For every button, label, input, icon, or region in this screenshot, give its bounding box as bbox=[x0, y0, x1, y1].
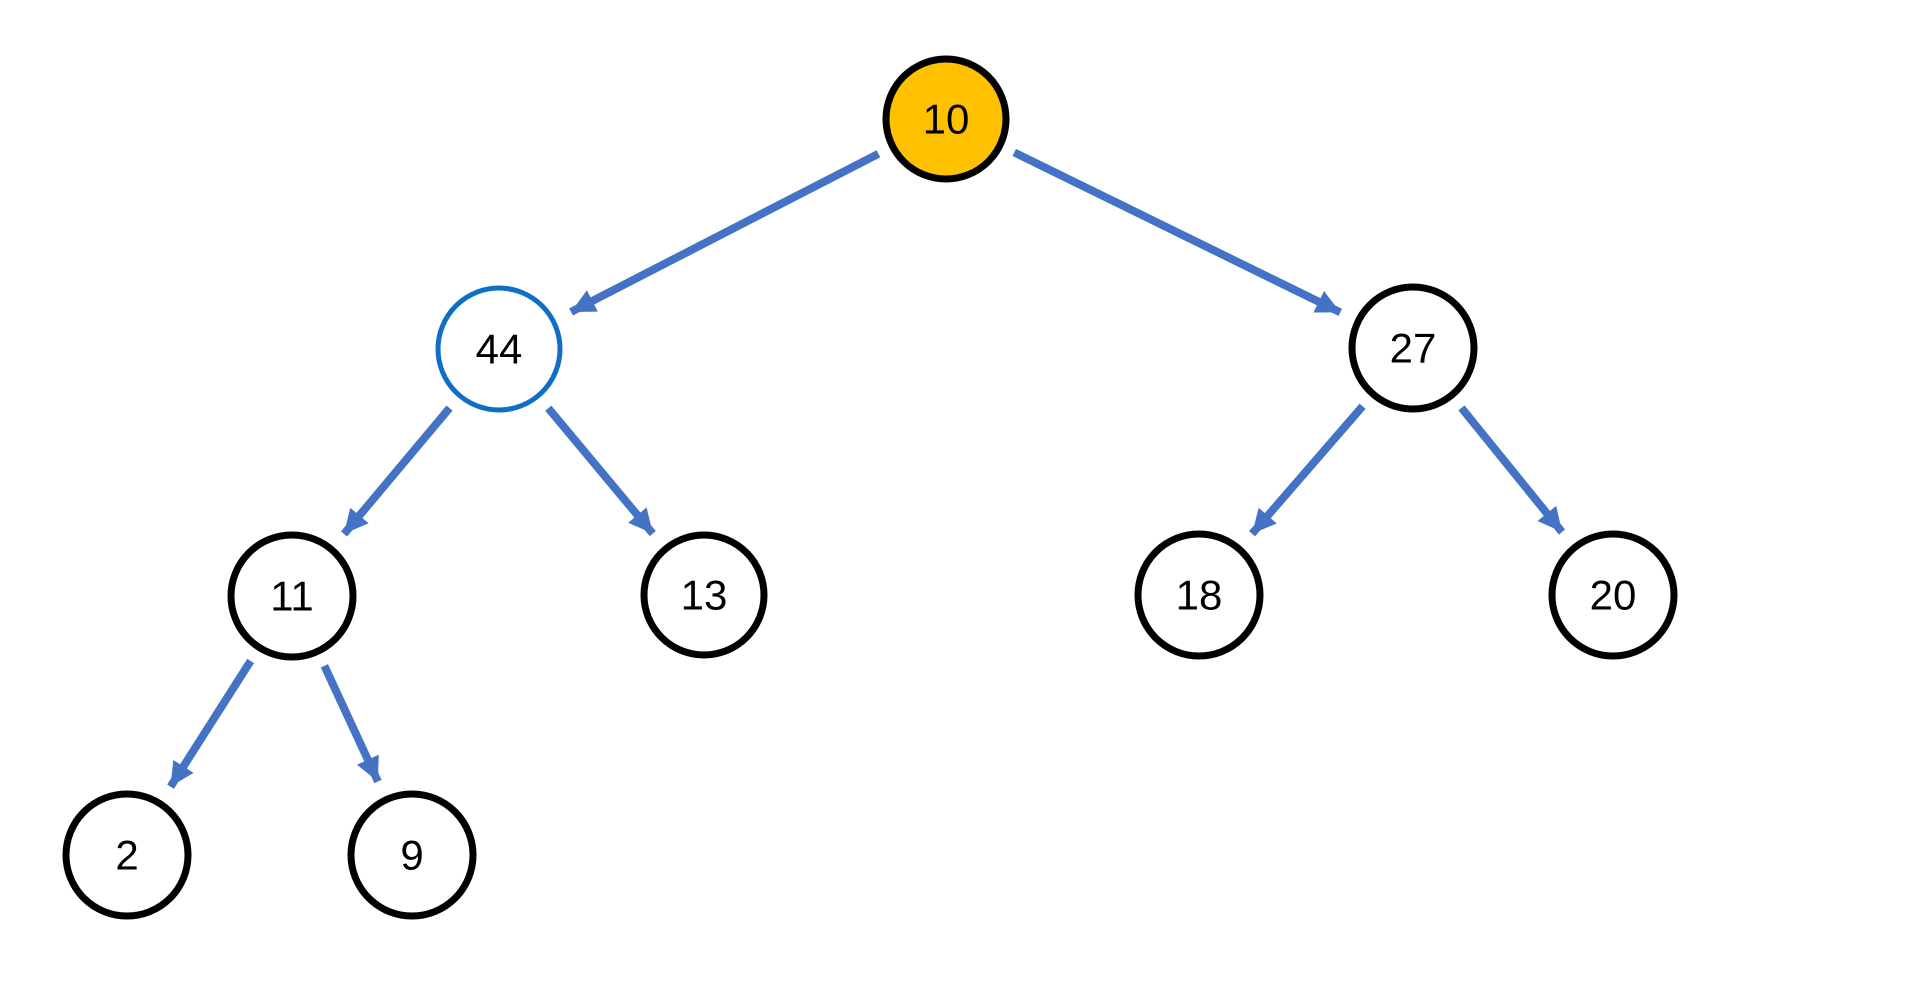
edge-27-18 bbox=[1249, 403, 1366, 537]
tree-node-44: 44 bbox=[435, 285, 563, 413]
tree-node-13: 13 bbox=[640, 531, 768, 659]
tree-node-2: 2 bbox=[62, 790, 192, 920]
tree-node-circle bbox=[1134, 530, 1264, 660]
edge-10-44 bbox=[569, 150, 881, 316]
tree-node-circle bbox=[1348, 283, 1478, 413]
tree-node-10: 10 bbox=[882, 55, 1010, 183]
tree-node-11: 11 bbox=[227, 531, 357, 661]
tree-node-label: 18 bbox=[1176, 572, 1223, 619]
tree-node-label: 20 bbox=[1590, 572, 1637, 619]
edge-11-9 bbox=[320, 664, 382, 784]
tree-node-circle bbox=[62, 790, 192, 920]
tree-node-18: 18 bbox=[1134, 530, 1264, 660]
tree-node-circle bbox=[227, 531, 357, 661]
tree-node-circle bbox=[347, 790, 477, 920]
tree-node-20: 20 bbox=[1548, 530, 1678, 660]
tree-node-circle bbox=[1548, 530, 1678, 660]
tree-node-circle bbox=[435, 285, 563, 413]
edge-44-13 bbox=[545, 405, 656, 537]
edge-10-27 bbox=[1012, 148, 1343, 316]
edge-27-20 bbox=[1458, 405, 1566, 535]
tree-node-label: 44 bbox=[476, 326, 523, 373]
tree-nodes: 10 44 27 11 13 18 20 2 9 bbox=[62, 55, 1678, 920]
tree-node-label: 13 bbox=[681, 572, 728, 619]
tree-edges bbox=[167, 148, 1566, 789]
tree-node-label: 2 bbox=[115, 832, 138, 879]
tree-node-circle bbox=[882, 55, 1010, 183]
tree-node-label: 10 bbox=[923, 96, 970, 143]
tree-node-label: 11 bbox=[270, 573, 314, 620]
tree-node-label: 9 bbox=[400, 832, 423, 879]
tree-node-circle bbox=[640, 531, 768, 659]
edge-11-2 bbox=[167, 658, 255, 789]
edge-44-11 bbox=[340, 405, 453, 537]
tree-node-27: 27 bbox=[1348, 283, 1478, 413]
tree-node-label: 27 bbox=[1390, 325, 1437, 372]
tree-node-9: 9 bbox=[347, 790, 477, 920]
